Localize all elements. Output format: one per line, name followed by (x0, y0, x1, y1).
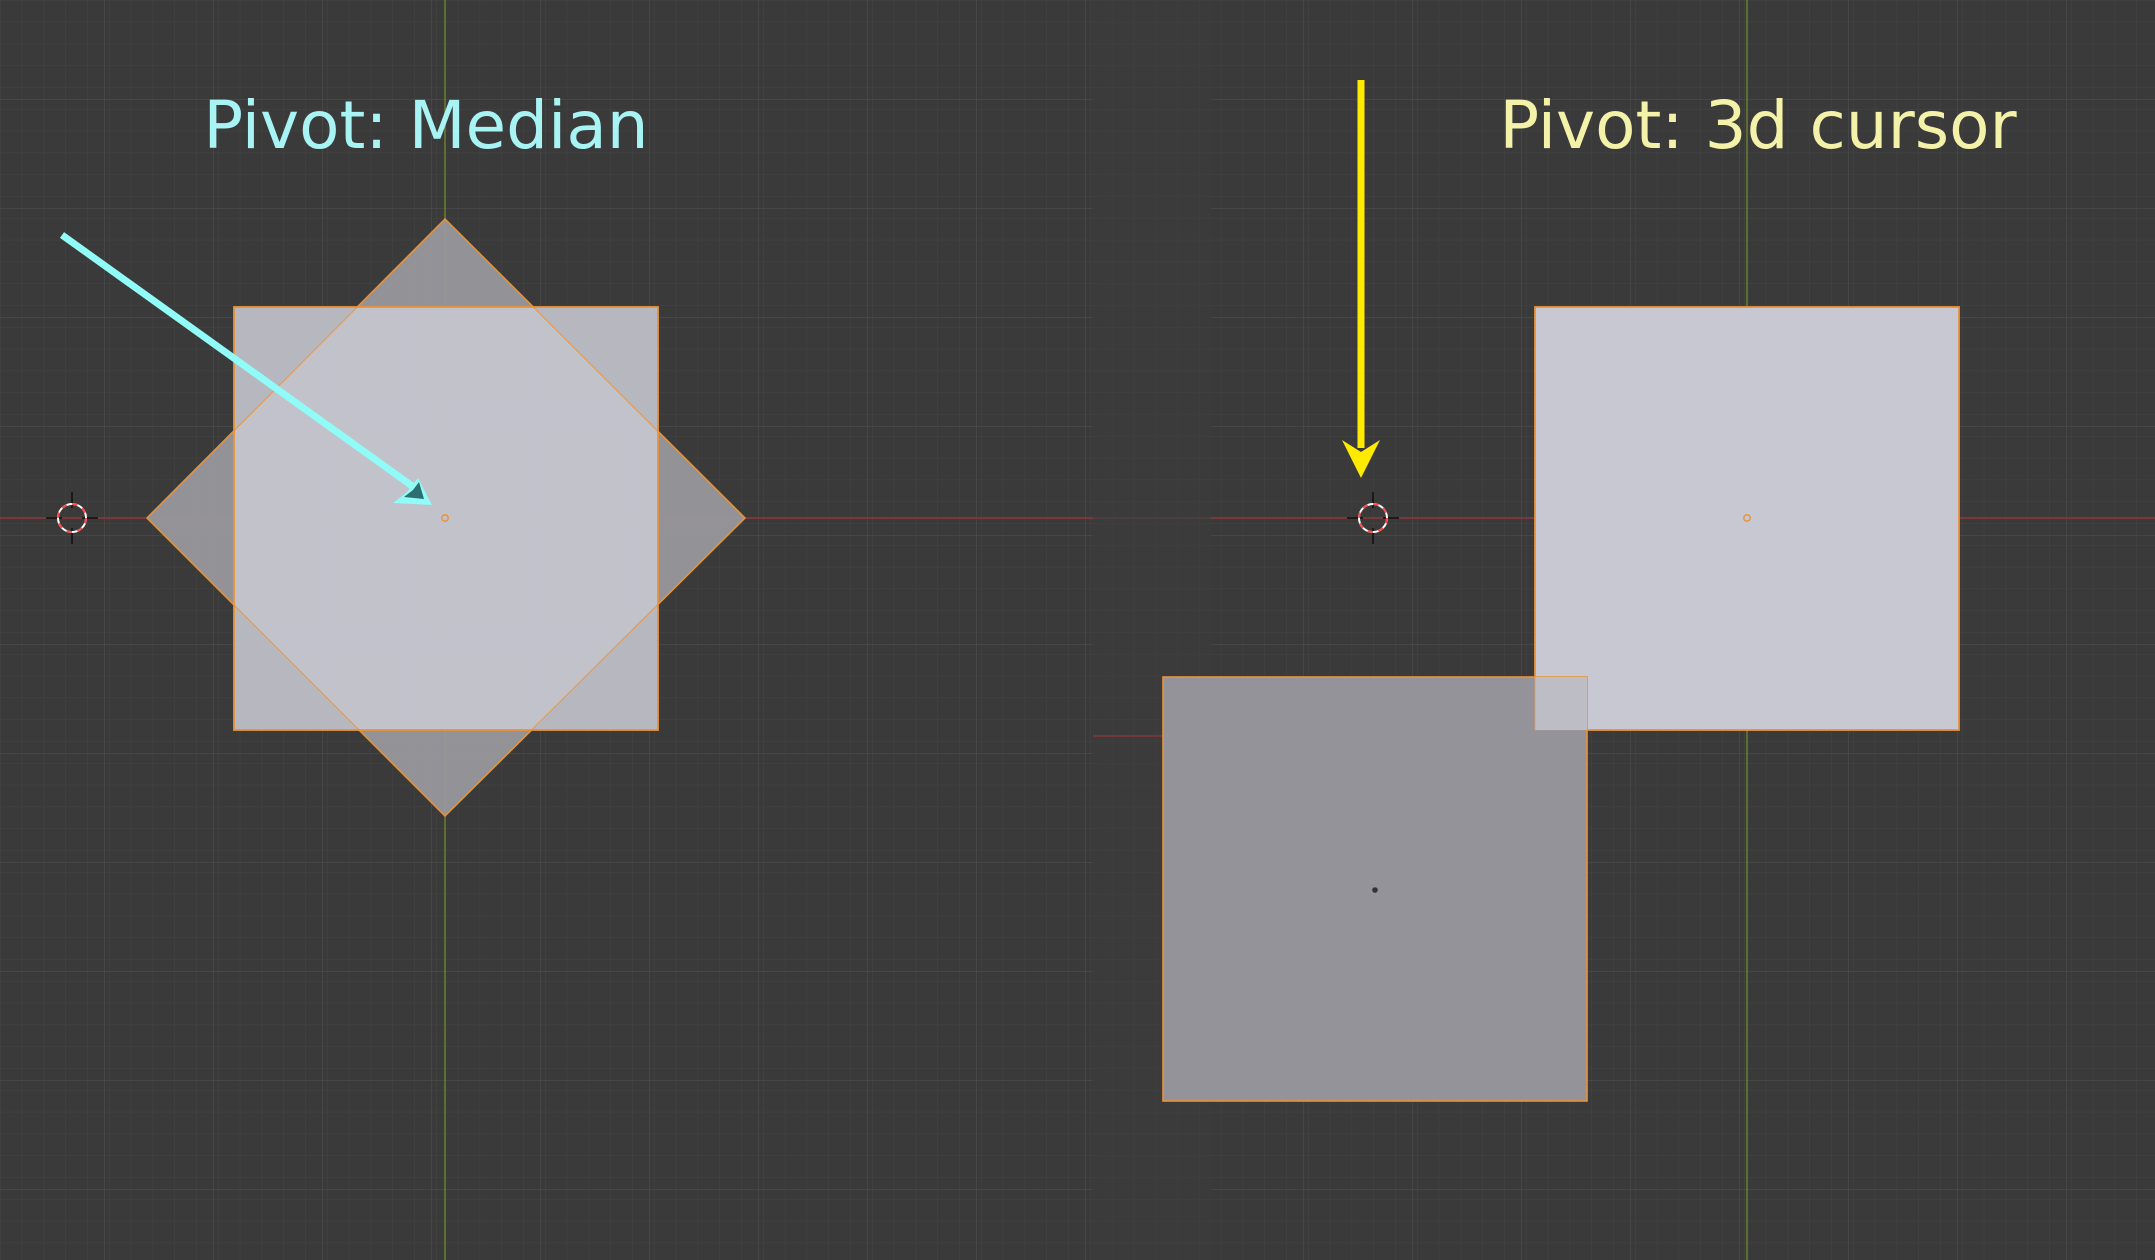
left-3d-cursor-icon[interactable] (46, 492, 98, 544)
right-title: Pivot: 3d cursor (1499, 87, 2017, 164)
right-plane-overlap (1535, 677, 1587, 730)
right-rotated-plane-center (1372, 887, 1378, 893)
left-rotated-plane-outline (146, 218, 746, 817)
left-viewport[interactable]: Pivot: Median (0, 0, 1093, 1260)
right-origin-dot (1743, 514, 1751, 522)
left-pointer-arrow (59, 232, 432, 505)
left-origin-dot (441, 514, 449, 522)
right-selected-plane[interactable] (1534, 306, 1960, 731)
right-viewport[interactable]: Pivot: 3d cursor (1162, 0, 2155, 1260)
left-title: Pivot: Median (203, 87, 648, 164)
left-selected-plane[interactable] (233, 306, 659, 731)
right-3d-cursor-icon[interactable] (1347, 492, 1399, 544)
right-pointer-arrow (1342, 80, 1380, 478)
